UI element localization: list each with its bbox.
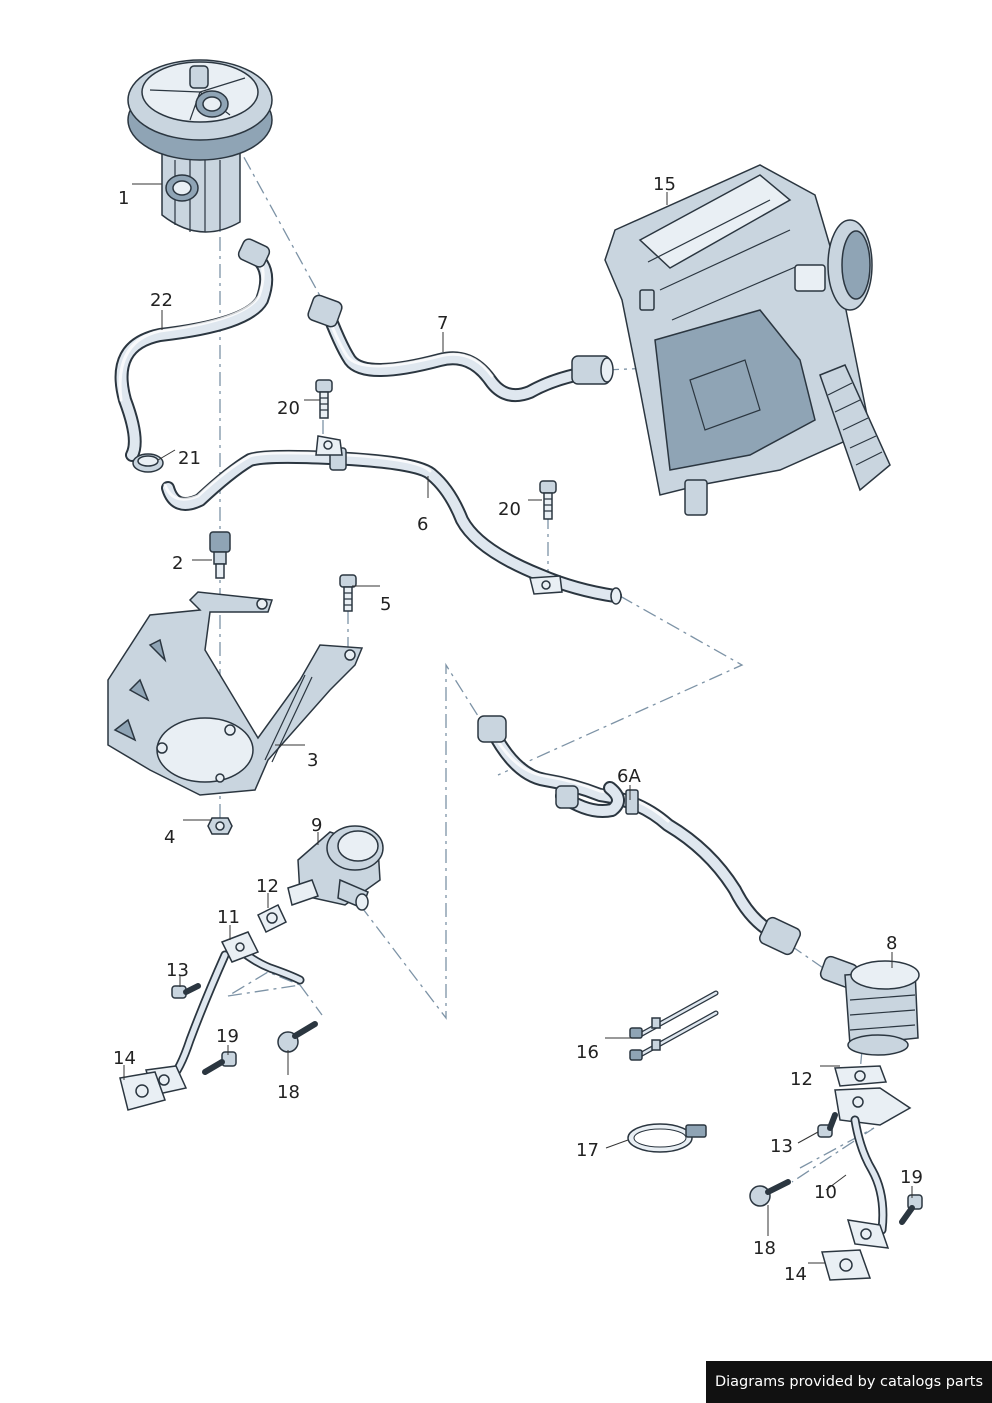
callout-5: 5 xyxy=(380,594,391,615)
callout-7: 7 xyxy=(437,313,448,334)
callout-labels: 1 22 21 20 20 2 5 3 4 6 6A 7 15 8 9 12 1… xyxy=(113,174,923,1285)
gasket-12-right xyxy=(834,1065,888,1087)
callout-12-left: 12 xyxy=(256,876,279,897)
nut-4 xyxy=(207,817,233,835)
callout-2: 2 xyxy=(172,553,183,574)
bolt-18-left xyxy=(277,1021,318,1053)
callout-6: 6 xyxy=(417,514,428,535)
screw-13-right xyxy=(817,1112,838,1138)
callout-21: 21 xyxy=(178,448,201,469)
callout-1: 1 xyxy=(118,188,129,209)
gasket-14-right xyxy=(821,1249,872,1281)
callout-19-right: 19 xyxy=(900,1167,923,1188)
callout-10: 10 xyxy=(814,1182,837,1203)
hose-clamp-17 xyxy=(627,1123,707,1153)
credit-text: Diagrams provided by catalogs parts xyxy=(714,1374,984,1390)
callout-22: 22 xyxy=(150,290,173,311)
callout-12-right: 12 xyxy=(790,1069,813,1090)
callout-8: 8 xyxy=(886,933,897,954)
pipe-7 xyxy=(307,294,614,402)
pipe-6 xyxy=(161,435,622,605)
callout-9: 9 xyxy=(311,815,322,836)
mounting-bracket xyxy=(107,591,364,796)
callout-19-left: 19 xyxy=(216,1026,239,1047)
callout-3: 3 xyxy=(307,750,318,771)
callout-16: 16 xyxy=(576,1042,599,1063)
secondary-air-pump xyxy=(127,59,273,233)
callout-13-right: 13 xyxy=(770,1136,793,1157)
callout-11: 11 xyxy=(217,907,240,928)
bolt-5 xyxy=(339,574,357,612)
callout-20-lower: 20 xyxy=(498,499,521,520)
callout-6a: 6A xyxy=(617,766,641,787)
callout-4: 4 xyxy=(164,827,175,848)
callout-17: 17 xyxy=(576,1140,599,1161)
connecting-pipe-10 xyxy=(834,1087,912,1249)
combination-valve-8 xyxy=(819,955,920,1056)
bolt-18-right xyxy=(749,1179,791,1207)
bolt-19-right xyxy=(899,1194,923,1225)
credit-banner: Diagrams provided by catalogs parts xyxy=(706,1361,992,1403)
cable-ties-16 xyxy=(629,990,719,1061)
callout-15: 15 xyxy=(653,174,676,195)
bolt-19-left xyxy=(202,1051,237,1075)
callout-18-left: 18 xyxy=(277,1082,300,1103)
stud-2 xyxy=(209,531,231,579)
bolt-20-lower xyxy=(539,480,557,520)
gasket-12-left xyxy=(257,903,287,934)
callout-18-right: 18 xyxy=(753,1238,776,1259)
bolt-20-upper xyxy=(315,379,333,419)
connecting-pipe-11 xyxy=(145,931,305,1096)
callout-14-right: 14 xyxy=(784,1264,807,1285)
callout-14-left: 14 xyxy=(113,1048,136,1069)
gasket-14-left xyxy=(119,1071,166,1111)
screw-13-left xyxy=(171,983,201,999)
hose-22 xyxy=(114,238,274,462)
callout-13-left: 13 xyxy=(166,960,189,981)
air-filter-housing xyxy=(604,164,891,516)
callout-20-upper: 20 xyxy=(277,398,300,419)
hose-clamp-21 xyxy=(132,453,164,473)
combination-valve-9 xyxy=(287,825,384,911)
callout-leaders xyxy=(123,183,913,1264)
pipe-6a xyxy=(477,715,802,956)
